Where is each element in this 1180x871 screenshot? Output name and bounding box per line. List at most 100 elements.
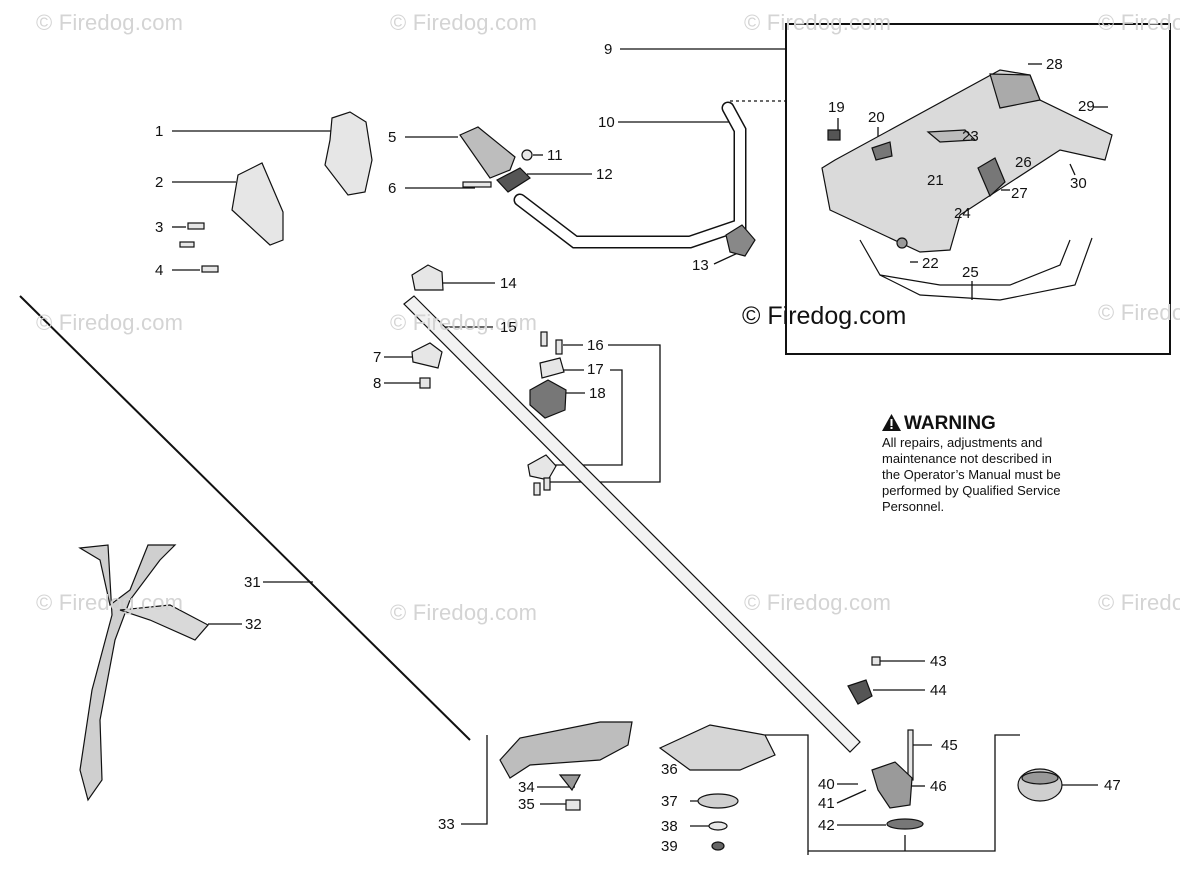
part-4-screw bbox=[201, 265, 219, 273]
part-33-guard bbox=[499, 721, 633, 779]
part-44-clamp bbox=[847, 679, 873, 705]
callout-46: 46 bbox=[930, 778, 947, 795]
callout-22: 22 bbox=[922, 255, 939, 272]
inset-handle-assembly bbox=[821, 69, 1113, 253]
callout-44: 44 bbox=[930, 682, 947, 699]
part-43-screw bbox=[871, 656, 881, 666]
part-27-trigger bbox=[977, 157, 1006, 198]
part-14-bracket bbox=[411, 264, 444, 291]
part-25-wire-harness bbox=[859, 237, 1093, 301]
part-3-screw bbox=[187, 222, 205, 230]
callout-8: 8 bbox=[373, 375, 382, 392]
part-15-shaft-tube bbox=[403, 295, 861, 753]
part-1-handle-cover bbox=[324, 111, 373, 196]
callout-7: 7 bbox=[373, 349, 382, 366]
part-31-drive-shaft bbox=[19, 295, 471, 741]
callout-12: 12 bbox=[596, 166, 613, 183]
part-7-clamp bbox=[411, 342, 443, 369]
part-17-clamp bbox=[539, 357, 565, 379]
watermark-text: © Firedog.com bbox=[36, 10, 184, 35]
warning-notice: WARNING All repairs, adjustments and mai… bbox=[882, 413, 1112, 515]
callout-38: 38 bbox=[661, 818, 678, 835]
callout-47: 47 bbox=[1104, 777, 1121, 794]
warning-line: the Operator’s Manual must be bbox=[882, 467, 1061, 482]
part-2-cover bbox=[231, 162, 284, 246]
callout-27: 27 bbox=[1011, 185, 1028, 202]
callout-18: 18 bbox=[589, 385, 606, 402]
inset-frame bbox=[785, 23, 1171, 355]
callout-36: 36 bbox=[661, 761, 678, 778]
callout-2: 2 bbox=[155, 174, 164, 191]
callout-45: 45 bbox=[941, 737, 958, 754]
callout-1: 1 bbox=[155, 123, 164, 140]
callout-42: 42 bbox=[818, 817, 835, 834]
callout-33: 33 bbox=[438, 816, 455, 833]
callout-14: 14 bbox=[500, 275, 517, 292]
watermark-text: © Firedog.com bbox=[390, 600, 538, 625]
part-8-screw bbox=[419, 377, 431, 389]
part-22-nut bbox=[896, 237, 908, 249]
callout-5: 5 bbox=[388, 129, 397, 146]
callout-11: 11 bbox=[547, 147, 563, 164]
callout-34: 34 bbox=[518, 779, 535, 796]
watermark-text: © Firedog.com bbox=[1098, 590, 1180, 615]
watermark-text: © Firedog.com bbox=[1098, 10, 1180, 35]
watermark-text: © Firedog.com bbox=[390, 10, 538, 35]
callout-39: 39 bbox=[661, 838, 678, 855]
part-6-screw bbox=[462, 181, 492, 188]
warning-line: All repairs, adjustments and bbox=[882, 435, 1043, 450]
part-42-washer bbox=[886, 818, 924, 830]
part-32-harness bbox=[78, 544, 177, 802]
part-19-switch bbox=[827, 129, 841, 141]
callout-43: 43 bbox=[930, 653, 947, 670]
callout-32: 32 bbox=[245, 616, 262, 633]
callout-6: 6 bbox=[388, 180, 397, 197]
warning-line: maintenance not described in bbox=[882, 451, 1052, 466]
part-34-blade bbox=[558, 774, 581, 792]
warning-line: performed by Qualified Service bbox=[882, 483, 1061, 498]
watermark-text: © Firedog.com bbox=[744, 590, 892, 615]
callout-41: 41 bbox=[818, 795, 835, 812]
callout-40: 40 bbox=[818, 776, 835, 793]
warning-title-row: WARNING bbox=[882, 413, 1112, 435]
part-18-throttle-housing bbox=[529, 379, 567, 419]
callout-26: 26 bbox=[1015, 154, 1032, 171]
callout-17: 17 bbox=[587, 361, 604, 378]
inset-watermark: © Firedog.com bbox=[742, 302, 907, 330]
warning-icon bbox=[882, 414, 901, 431]
callout-28: 28 bbox=[1046, 56, 1063, 73]
part-12-clamp bbox=[496, 167, 531, 193]
callout-35: 35 bbox=[518, 796, 535, 813]
part-46-gearhead bbox=[871, 761, 913, 809]
part-5-grip bbox=[459, 126, 516, 179]
part-20-lever bbox=[871, 141, 893, 161]
watermark-text: © Firedog.com bbox=[744, 10, 892, 35]
watermark-text: © Firedog.com bbox=[1098, 300, 1180, 325]
callout-24: 24 bbox=[954, 205, 971, 222]
watermark-text: © Firedog.com bbox=[36, 590, 184, 615]
part-35-screws bbox=[565, 799, 581, 811]
part-28-housing bbox=[989, 73, 1041, 109]
callout-15: 15 bbox=[500, 319, 517, 336]
part-45-shaft bbox=[907, 729, 914, 781]
part-36-blade bbox=[658, 724, 776, 771]
callout-37: 37 bbox=[661, 793, 678, 810]
warning-title: WARNING bbox=[904, 413, 996, 434]
part-38-washer bbox=[708, 821, 728, 831]
callout-30: 30 bbox=[1070, 175, 1087, 192]
callout-13: 13 bbox=[692, 257, 709, 274]
callout-20: 20 bbox=[868, 109, 885, 126]
callout-10: 10 bbox=[598, 114, 615, 131]
part-16-screw bbox=[540, 331, 548, 347]
part-23-trigger bbox=[926, 129, 977, 143]
callout-16: 16 bbox=[587, 337, 604, 354]
part-39-nut bbox=[711, 841, 725, 851]
part-11-nut bbox=[521, 149, 533, 161]
warning-line: Personnel. bbox=[882, 499, 945, 514]
part-13-clamp bbox=[725, 224, 756, 257]
watermark-text: © Firedog.com bbox=[390, 310, 538, 335]
watermark-text: © Firedog.com bbox=[36, 310, 184, 335]
callout-29: 29 bbox=[1078, 98, 1095, 115]
